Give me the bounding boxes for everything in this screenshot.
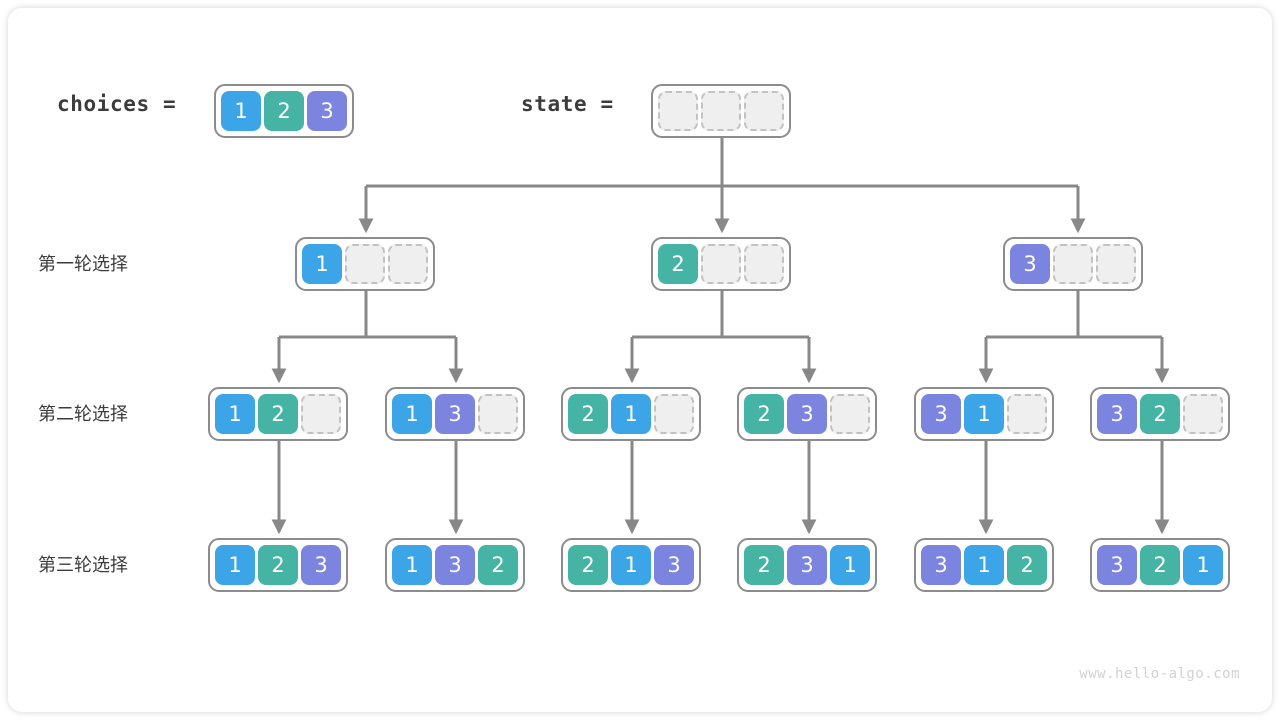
r2n3-cell-0: 2 (568, 394, 608, 434)
state-cell-0 (658, 91, 698, 131)
r2n1-cell-1: 2 (258, 394, 298, 434)
row-label-round-1: 第一轮选择 (38, 254, 128, 275)
card-frame (8, 8, 1272, 712)
r3n6-cell-2: 1 (1183, 545, 1223, 585)
watermark: www.hello-algo.com (1079, 666, 1240, 682)
r2n2-cell-2 (478, 394, 518, 434)
r1n1-cell-1 (345, 244, 385, 284)
choices-cell-1: 2 (264, 91, 304, 131)
r1n1-cell-0: 1 (302, 244, 342, 284)
r2n2-cell-0: 1 (392, 394, 432, 434)
r2n5-cell-2 (1007, 394, 1047, 434)
r2n1-cell-2 (301, 394, 341, 434)
r2n4-cell-2 (830, 394, 870, 434)
r2n4-cell-1: 3 (787, 394, 827, 434)
r1n2-cell-0: 2 (658, 244, 698, 284)
r2n4-cell-0: 2 (744, 394, 784, 434)
row-label-round-2: 第二轮选择 (38, 404, 128, 425)
r1n2-cell-1 (701, 244, 741, 284)
row-label-round-3: 第三轮选择 (38, 555, 128, 576)
r3n1-cell-2: 3 (301, 545, 341, 585)
r2n6-cell-0: 3 (1097, 394, 1137, 434)
r1n3-cell-1 (1053, 244, 1093, 284)
r2n3-cell-2 (654, 394, 694, 434)
r3n6-cell-0: 3 (1097, 545, 1137, 585)
r3n4-cell-1: 3 (787, 545, 827, 585)
node-round-1-1: 1 (295, 237, 435, 291)
r3n2-cell-0: 1 (392, 545, 432, 585)
state-cell-2 (744, 91, 784, 131)
r3n6-cell-1: 2 (1140, 545, 1180, 585)
r3n4-cell-0: 2 (744, 545, 784, 585)
r3n4-cell-2: 1 (830, 545, 870, 585)
state-label: state = (521, 92, 614, 116)
r2n5-cell-0: 3 (921, 394, 961, 434)
node-round-1-3: 3 (1003, 237, 1143, 291)
choices-cell-0: 1 (221, 91, 261, 131)
r2n6-cell-1: 2 (1140, 394, 1180, 434)
r1n2-cell-2 (744, 244, 784, 284)
node-round-1-2: 2 (651, 237, 791, 291)
state-array (651, 84, 791, 138)
r3n3-cell-2: 3 (654, 545, 694, 585)
r3n1-cell-1: 2 (258, 545, 298, 585)
r1n3-cell-0: 3 (1010, 244, 1050, 284)
choices-cell-2: 3 (307, 91, 347, 131)
r3n2-cell-2: 2 (478, 545, 518, 585)
r3n1-cell-0: 1 (215, 545, 255, 585)
r1n3-cell-2 (1096, 244, 1136, 284)
r2n1-cell-0: 1 (215, 394, 255, 434)
r3n5-cell-1: 1 (964, 545, 1004, 585)
r1n1-cell-2 (388, 244, 428, 284)
r2n2-cell-1: 3 (435, 394, 475, 434)
r3n3-cell-1: 1 (611, 545, 651, 585)
r3n3-cell-0: 2 (568, 545, 608, 585)
r2n6-cell-2 (1183, 394, 1223, 434)
r3n5-cell-2: 2 (1007, 545, 1047, 585)
choices-label: choices = (57, 92, 177, 116)
r3n5-cell-0: 3 (921, 545, 961, 585)
state-cell-1 (701, 91, 741, 131)
r2n3-cell-1: 1 (611, 394, 651, 434)
r3n2-cell-1: 3 (435, 545, 475, 585)
r2n5-cell-1: 1 (964, 394, 1004, 434)
